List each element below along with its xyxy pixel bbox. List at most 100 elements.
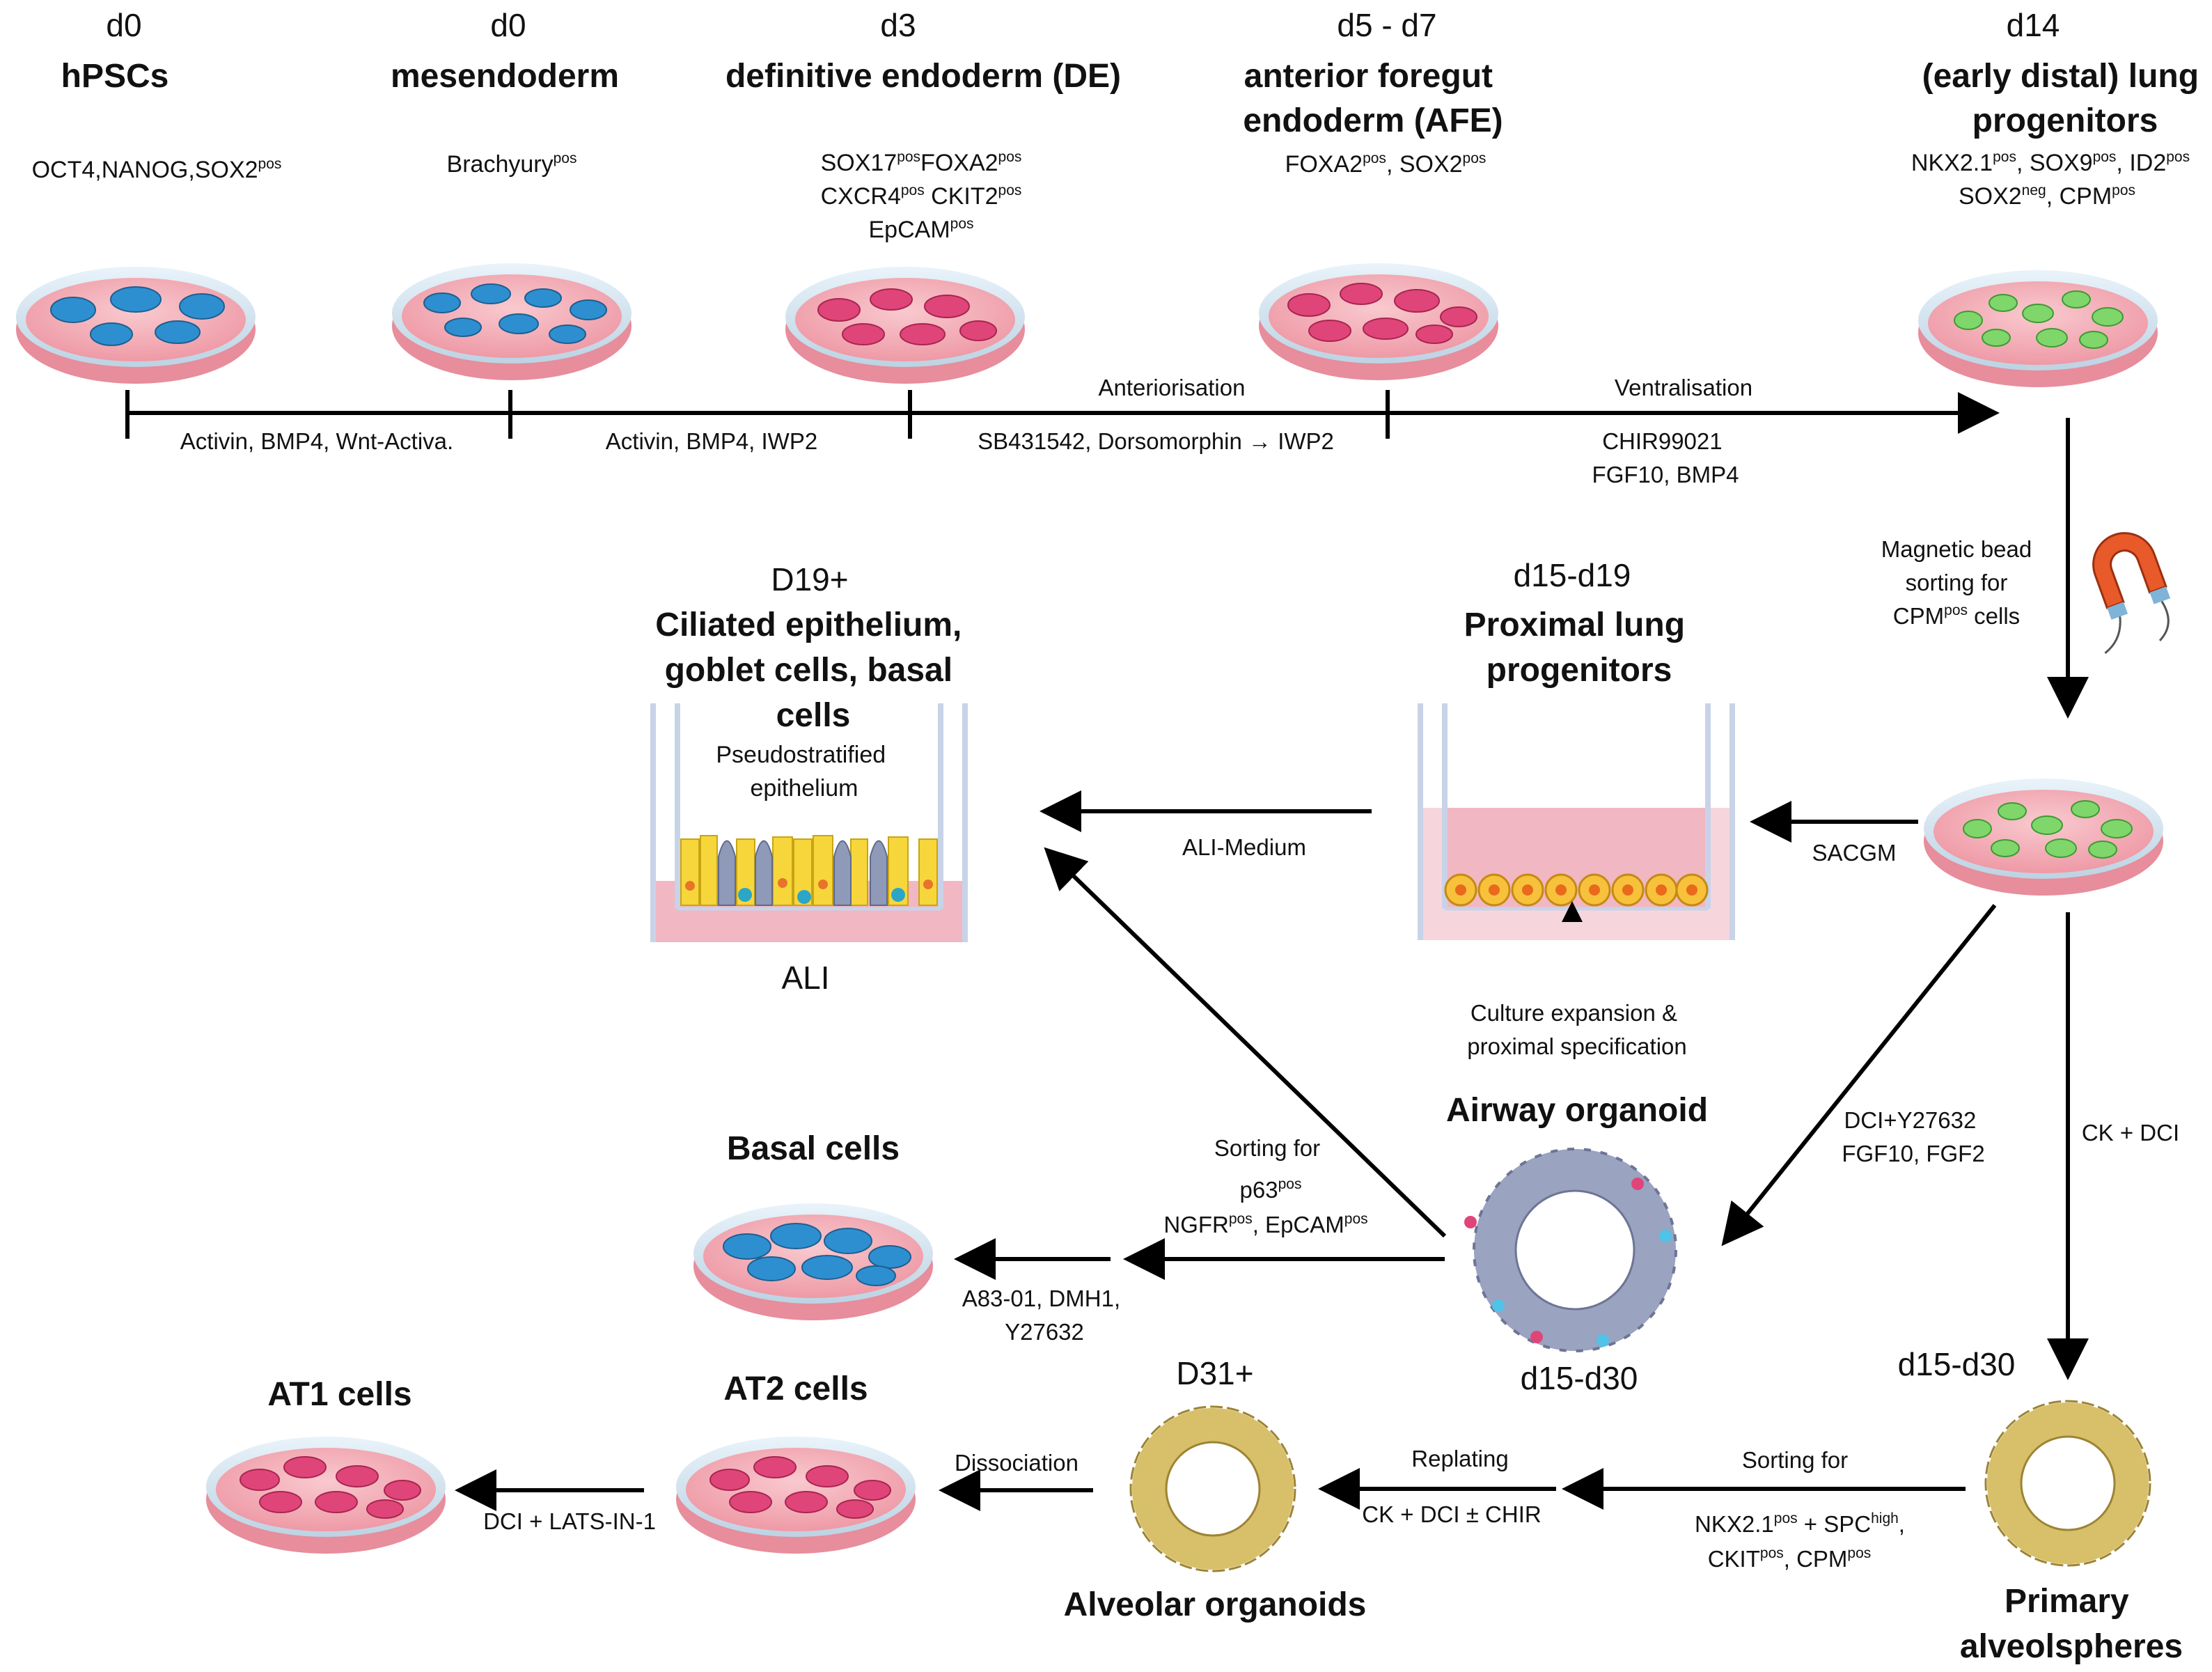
text-segment: , ID2 xyxy=(2116,150,2166,176)
superscript-text: pos xyxy=(1463,150,1487,166)
timeline-below-1: Activin, BMP4, Wnt-Activa. xyxy=(180,428,453,454)
stage-3-day: d3 xyxy=(880,7,916,43)
timeline: Anteriorisation Ventralisation Activin, … xyxy=(125,375,2000,487)
arrow-airway-to-ali xyxy=(1044,847,1447,1238)
dci-airway-text: DCI+Y27632 FGF10, FGF2 xyxy=(1842,1107,1984,1166)
transwell-proximal xyxy=(1418,703,1735,940)
superscript-text: pos xyxy=(2166,149,2190,165)
at1-title: AT1 cells xyxy=(267,1376,411,1413)
alveolar-title: Alveolar organoids xyxy=(1064,1586,1367,1623)
magnetic-line2: sorting for xyxy=(1906,570,2008,595)
petri-dish-mesendoderm xyxy=(392,263,632,380)
proximal-day: d15-d19 xyxy=(1514,557,1631,593)
stage-5-day: d14 xyxy=(2007,7,2060,43)
text-segment: + SPC xyxy=(1798,1511,1871,1537)
sorting-p63-line1: Sorting for xyxy=(1214,1135,1320,1161)
arrow-dci-airway xyxy=(1721,904,1997,1247)
text-segment: Brachyury xyxy=(447,151,554,178)
petri-dish-at2 xyxy=(676,1437,916,1554)
superscript-text: pos xyxy=(998,149,1022,165)
alveolar-organoid xyxy=(1129,1405,1296,1572)
top-stage-labels: d0 hPSCs OCT4,NANOG,SOX2pos d0 mesendode… xyxy=(32,7,2209,243)
text-segment: OCT4,NANOG,SOX2 xyxy=(32,157,258,183)
ali-title: Ciliated epithelium, goblet cells, basal… xyxy=(655,607,971,734)
superscript-text: pos xyxy=(998,182,1022,198)
text-segment: sorting for xyxy=(1906,570,2008,595)
timeline-below-2: Activin, BMP4, IWP2 xyxy=(606,428,817,454)
text-segment: , CPM xyxy=(1784,1546,1848,1572)
ali-label: ALI xyxy=(781,960,829,996)
airway-title: Airway organoid xyxy=(1446,1092,1708,1129)
superscript-text: pos xyxy=(1760,1545,1784,1561)
text-segment: p63 xyxy=(1240,1177,1278,1203)
stage-4-day: d5 - d7 xyxy=(1337,7,1436,43)
timeline-above-ventralisation: Ventralisation xyxy=(1615,375,1752,400)
petri-dish-definitive-endoderm xyxy=(785,267,1025,384)
superscript-text: pos xyxy=(1774,1510,1798,1526)
stage-1-markers: OCT4,NANOG,SOX2pos xyxy=(32,156,282,183)
text-segment: , EpCAM xyxy=(1253,1212,1344,1237)
superscript-text: pos xyxy=(2112,182,2135,198)
superscript-text: high xyxy=(1871,1510,1899,1526)
text-segment: CXCR4 xyxy=(821,183,901,210)
superscript-text: pos xyxy=(1363,150,1386,166)
text-segment: FOXA2 xyxy=(1285,151,1363,178)
at1-condition: DCI + LATS-IN-1 xyxy=(483,1508,656,1534)
sorting-alveo-title: Sorting for xyxy=(1742,1447,1848,1473)
superscript-text: pos xyxy=(258,156,282,172)
text-segment: EpCAM xyxy=(869,217,950,243)
text-segment: FOXA2 xyxy=(920,150,998,176)
stage-4-title: anterior foregut endoderm (AFE) xyxy=(1243,58,1503,139)
basal-conditions: A83-01, DMH1, Y27632 xyxy=(962,1286,1127,1345)
text-segment: , SOX9 xyxy=(2016,150,2093,176)
superscript-text: pos xyxy=(1944,602,1968,618)
stage-3-markers-line2: CXCR4pos CKIT2pos xyxy=(821,182,1022,210)
stage-5-title: (early distal) lung progenitors xyxy=(1922,58,2209,139)
ali-inner-text: Pseudostratified epithelium xyxy=(716,742,892,802)
replating-label: Replating xyxy=(1411,1446,1508,1471)
alveolsphere-primary xyxy=(1984,1400,2151,1567)
ali-medium-label: ALI-Medium xyxy=(1182,834,1306,860)
airway-organoid xyxy=(1464,1148,1677,1352)
text-segment: NKX2.1 xyxy=(1911,150,1993,176)
text-segment: CKIT2 xyxy=(925,183,998,210)
stage-5-markers-line1: NKX2.1pos, SOX9pos, ID2pos xyxy=(1911,149,2190,176)
text-segment: Sorting for xyxy=(1214,1135,1320,1161)
stage-5-markers-line2: SOX2neg, CPMpos xyxy=(1959,182,2135,210)
primary-title: Primary alveolspheres xyxy=(1960,1583,2183,1665)
superscript-text: pos xyxy=(901,182,925,198)
sacgm-label: SACGM xyxy=(1812,840,1896,866)
petri-dish-basal xyxy=(693,1203,933,1320)
stage-3-title: definitive endoderm (DE) xyxy=(725,58,1121,95)
timeline-above-anteriorisation: Anteriorisation xyxy=(1099,375,1246,400)
timeline-below-4: CHIR99021 FGF10, BMP4 xyxy=(1592,428,1739,487)
airway-day: d15-d30 xyxy=(1521,1360,1638,1396)
petri-dish-at1 xyxy=(206,1437,446,1554)
stage-2-markers: Brachyurypos xyxy=(447,150,577,178)
at2-title: AT2 cells xyxy=(723,1370,868,1407)
alveolar-day: D31+ xyxy=(1176,1355,1253,1391)
text-segment: cells xyxy=(1968,603,2020,629)
superscript-text: pos xyxy=(1278,1176,1302,1192)
superscript-text: pos xyxy=(1847,1545,1871,1561)
superscript-text: pos xyxy=(1993,149,2016,165)
text-segment: NKX2.1 xyxy=(1695,1511,1774,1537)
stage-3-markers-line3: EpCAMpos xyxy=(869,216,974,243)
sorting-alveo-line1: NKX2.1pos + SPChigh, xyxy=(1695,1510,1905,1537)
superscript-text: neg xyxy=(2022,182,2046,198)
text-segment: , xyxy=(1899,1511,1905,1537)
sorting-alveo-line2: CKITpos, CPMpos xyxy=(1708,1545,1872,1572)
magnetic-line3: CPMpos cells xyxy=(1893,602,2020,629)
sorting-p63-line3: NGFRpos, EpCAMpos xyxy=(1163,1211,1367,1237)
timeline-below-3: SB431542, Dorsomorphin → IWP2 xyxy=(978,428,1334,454)
text-segment: SOX17 xyxy=(821,150,897,176)
superscript-text: pos xyxy=(554,150,577,166)
text-segment: , SOX2 xyxy=(1386,151,1463,178)
stage-2-day: d0 xyxy=(490,7,526,43)
ck-dci-label: CK + DCI xyxy=(2082,1120,2179,1146)
stage-1-title: hPSCs xyxy=(61,58,169,95)
text-segment: , CPM xyxy=(2046,183,2112,210)
basal-title: Basal cells xyxy=(727,1130,900,1167)
petri-dish-sorted-progenitors xyxy=(1924,779,2163,896)
